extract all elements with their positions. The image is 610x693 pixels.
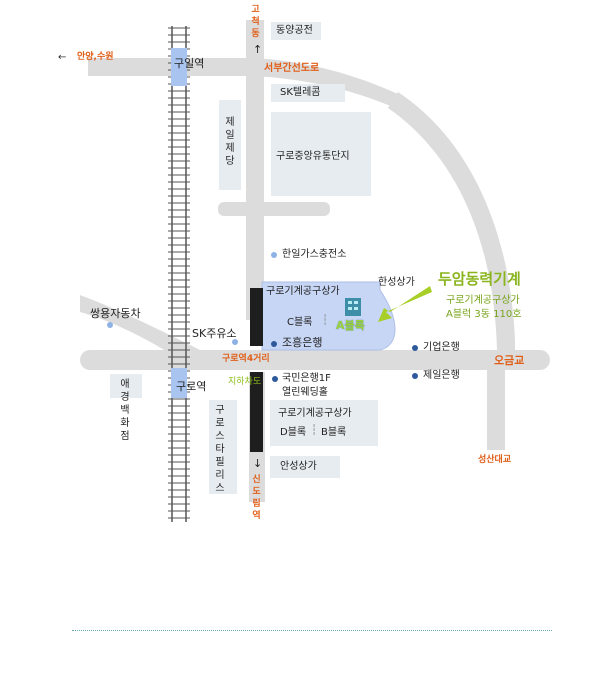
marker-hanil-gas (271, 252, 277, 258)
building-aekyung-top (110, 374, 142, 398)
label-sindorim: 신도림역 (252, 475, 261, 521)
label-kookmin-2: 열린웨딩홀 (282, 387, 328, 398)
label-guro-star: 구로스타필리스 (215, 405, 225, 494)
label-a-block: A블록 (336, 319, 365, 332)
building-jeil-jedang (219, 100, 241, 190)
building-guro-center (271, 112, 371, 196)
building-icon (345, 298, 361, 316)
label-dongyang: 동양공전 (276, 25, 313, 36)
label-hanil-gas: 한일가스충전소 (282, 249, 347, 260)
road-curve-right (388, 92, 515, 350)
label-b-block: B블록 (321, 427, 347, 438)
label-seobu-road: 서부간선도로 (264, 63, 320, 74)
label-kookmin-1: 국민은행1F (282, 373, 331, 384)
marker-ssangyong (107, 322, 113, 328)
marker-jeil-bank (412, 373, 418, 379)
building-sk-telecom (271, 84, 345, 102)
green-pointer-arrow-icon (378, 286, 432, 322)
separator-db: ┆ (311, 425, 318, 436)
road-right-vertical (487, 352, 505, 450)
label-d-block: D블록 (280, 427, 307, 438)
label-guro-center: 구로중앙유통단지 (276, 151, 350, 162)
label-guro-mech-a: 구로기계공구상가 (266, 286, 340, 297)
tunnel-south (250, 372, 263, 452)
station-guil (171, 48, 187, 86)
marker-kookmin (272, 376, 278, 382)
road-seobu (88, 58, 400, 110)
a-block-area (261, 281, 396, 351)
building-ansan (270, 456, 340, 478)
building-guro-star (209, 400, 237, 494)
label-jeil-jedang: 제일제당 (225, 117, 235, 167)
arrow-up-icon: ↑ (253, 43, 263, 56)
road-short-horizontal (218, 202, 330, 216)
marker-sk-gas (232, 339, 238, 345)
label-hansung: 한성상가 (378, 277, 415, 288)
label-gochuk-dong: 고척동 (251, 5, 260, 39)
highlight-line1: 구로기계공구상가 (446, 295, 520, 306)
label-aekyung: 애경백화점 (120, 379, 130, 442)
highlight-title: 두암동력기계 (438, 270, 521, 288)
label-c-block: C블록 (287, 317, 313, 328)
building-guro-mech-b (270, 400, 378, 446)
label-guro4: 구로역4거리 (222, 354, 270, 364)
separator-ac: ┆ (322, 315, 329, 326)
marker-johung (271, 341, 277, 347)
station-guro (171, 368, 187, 398)
label-anyang: 안양,수원 (77, 52, 114, 62)
tunnel-north (250, 288, 263, 346)
highlight-line2: A블럭 3동 110호 (446, 309, 522, 320)
road-center-vertical (246, 20, 264, 320)
building-dongyang (271, 22, 321, 40)
label-jeil-bank: 제일은행 (423, 370, 460, 381)
label-guro-station: 구로역 (176, 380, 207, 393)
road-diagonal (80, 295, 200, 360)
label-guil-station: 구일역 (174, 57, 205, 70)
label-johung: 조흥은행 (282, 336, 323, 349)
arrow-down-icon: ↓ (253, 457, 263, 470)
bottom-divider (72, 630, 552, 631)
label-guro-mech-b: 구로기계공구상가 (278, 408, 352, 419)
label-ogum: 오금교 (494, 354, 525, 367)
road-main-horizontal (80, 350, 550, 370)
arrow-left-icon: ← (58, 52, 67, 63)
label-sk-gas: SK주유소 (192, 327, 237, 340)
label-kiup: 기업은행 (423, 342, 460, 353)
label-ansan: 안성상가 (280, 461, 317, 472)
label-seongsan: 성산대교 (478, 455, 512, 465)
railway (168, 26, 190, 522)
marker-kiup (412, 345, 418, 351)
label-ssangyong: 쌍용자동차 (90, 307, 141, 320)
label-sk-telecom: SK텔레콤 (280, 87, 321, 98)
label-subway: 지하차도 (228, 377, 262, 387)
